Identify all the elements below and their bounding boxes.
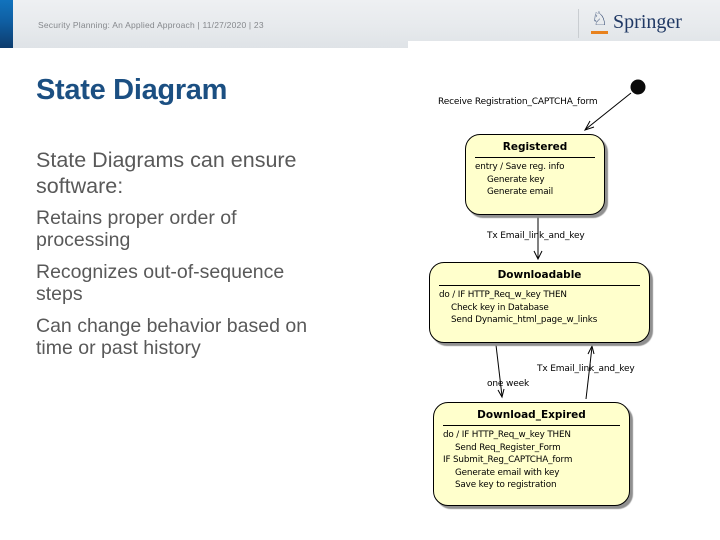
state-action: Send Dynamic_html_page_w_links (451, 315, 598, 325)
page-title: State Diagram (36, 74, 228, 106)
state-action: Generate key (487, 174, 545, 185)
header-band (0, 0, 720, 48)
state-action: do / IF HTTP_Req_w_key THEN (443, 430, 571, 440)
state-divider (439, 285, 640, 286)
knight-orange-underline (591, 31, 609, 34)
state-action: do / IF HTTP_Req_w_key THEN (439, 290, 567, 300)
body-text-block: State Diagrams can ensure software: Reta… (36, 147, 328, 370)
state-action: Generate email (487, 187, 554, 197)
transition-label-one-week: one week (487, 379, 530, 389)
transition-label-tx-email-1: Tx Email_link_and_key (487, 231, 585, 241)
body-point: Retains proper order of processing (36, 207, 237, 251)
state-download-expired: Download_Expired do / IF HTTP_Req_w_key … (433, 402, 630, 506)
body-point: Recognizes out-of-sequence steps (36, 261, 285, 305)
springer-logo: ♘ Springer (591, 10, 682, 34)
state-divider (443, 425, 620, 426)
body-point: Can change behavior based on time or pas… (36, 315, 308, 359)
header-white-notch (408, 41, 720, 48)
state-action: entry / Save reg. info (475, 162, 565, 172)
state-action: IF Submit_Reg_CAPTCHA_form (443, 455, 573, 465)
state-divider (475, 157, 595, 158)
state-action: Send Req_Register_Form (455, 442, 561, 453)
springer-wordmark: Springer (613, 11, 682, 33)
state-title: Download_Expired (477, 409, 586, 421)
state-title: Downloadable (497, 269, 582, 281)
state-action: Generate email with key (455, 467, 560, 478)
state-title: Registered (502, 141, 568, 153)
state-downloadable: Downloadable do / IF HTTP_Req_w_key THEN… (429, 262, 650, 343)
transition-label-receive-registration: Receive Registration_CAPTCHA_form (438, 97, 598, 107)
state-registered: Registered entry / Save reg. info Genera… (465, 134, 605, 215)
header-blue-accent-bar (0, 0, 13, 48)
transition-label-tx-email-2: Tx Email_link_and_key (537, 364, 635, 374)
logo-divider (578, 9, 579, 38)
state-action: Save key to registration (455, 480, 557, 490)
state-action: Check key in Database (451, 302, 549, 313)
springer-knight-icon: ♘ (591, 10, 608, 34)
initial-state-dot (630, 79, 646, 95)
breadcrumb: Security Planning: An Applied Approach |… (38, 20, 264, 30)
body-heading: State Diagrams can ensure software: (36, 148, 297, 198)
